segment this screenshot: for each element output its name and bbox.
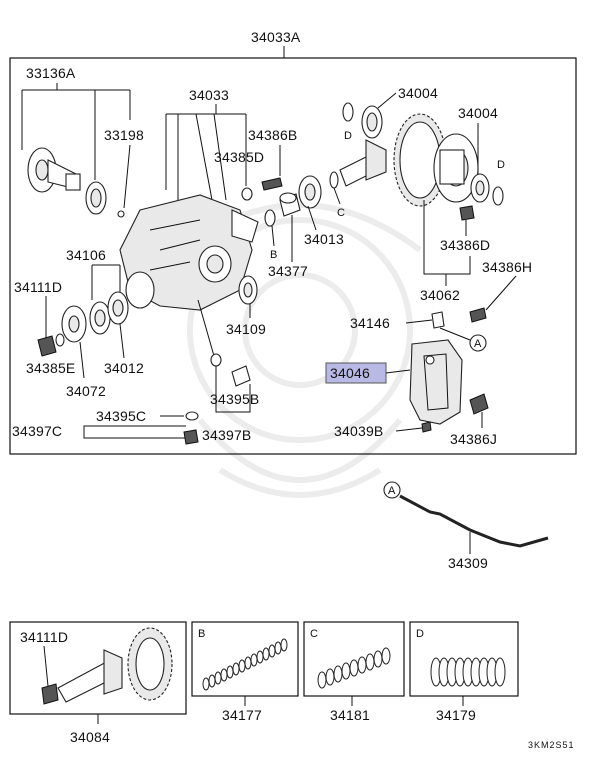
shim-D2 [492,186,504,206]
drive-pinion [339,139,387,187]
label-34012: 34012 [104,360,144,376]
label-34146: 34146 [350,315,390,331]
spacer-34377 [279,192,301,217]
panel-part-34181: 34181 [330,707,370,723]
bolt-34386J [469,393,489,415]
shim-D1 [342,102,354,122]
label-34033: 34033 [189,87,229,103]
label-34377: 34377 [268,263,308,279]
ref-letter-A1: A [474,338,482,350]
differential-case [433,133,479,203]
label-34395C: 34395C [96,408,146,424]
companion-flange [27,147,81,193]
oil-seal-34109 [238,275,258,305]
panel-part-34179: 34179 [436,707,476,723]
bearing-34004-a [361,105,383,139]
differential-carrier [119,194,259,311]
label-34013: 34013 [304,231,344,247]
bearing-34004-b [470,173,490,203]
label-34385D: 34385D [214,149,264,165]
label-34039B: 34039B [334,423,383,439]
label-34386H: 34386H [482,259,532,275]
sub-panel-34177: B 34177 [191,621,299,723]
label-34072: 34072 [66,383,106,399]
label-34106: 34106 [66,247,106,263]
plug-34397C [183,429,199,445]
gasket-34395B [210,353,222,367]
ref-letter-D2: D [497,159,505,171]
panel-letter-B: B [198,628,205,640]
ref-circle-A1 [469,334,487,352]
panel-letter-D: D [416,628,424,640]
label-34062: 34062 [420,287,460,303]
ref-circle-A2 [383,481,401,499]
shim-C-ring [329,171,339,189]
gasket-34395C [185,411,199,421]
label-34386B: 34386B [248,127,297,143]
sub-panel-34179: D 34179 [409,621,519,723]
ring-gear [393,113,447,207]
plug-34397B [231,365,251,387]
washer-34385D [241,187,253,201]
label-33198: 33198 [104,127,144,143]
snap-ring [117,210,125,218]
shim-B-ring [264,209,276,227]
footer-code: 3KM2S51 [528,740,575,750]
label-34386J: 34386J [450,431,497,447]
label-34004-a: 34004 [398,85,438,101]
label-34386D: 34386D [440,237,490,253]
panel-part-34084: 34084 [70,729,110,745]
rear-cover-34046 [409,339,463,425]
breather-hose-34309 [399,494,549,548]
sub-panel-34084: 34111D 34084 [9,621,187,745]
nut-34111D [37,335,57,357]
bearing-34013 [298,175,322,209]
bolt-34386D [459,205,475,221]
title-label: 34033A [251,29,301,45]
panel-label-34111D: 34111D [20,629,68,645]
flange-34072 [61,305,87,343]
label-34111D: 34111D [14,279,62,295]
label-34395B: 34395B [210,391,259,407]
label-33136A: 33136A [26,65,76,81]
label-34109: 34109 [226,321,266,337]
pin-34039B [421,421,432,433]
washer-34385E [55,333,65,347]
bolt-34386H [469,307,487,323]
sub-panel-34181: C 34181 [303,621,405,723]
oil-seal-34106 [89,301,111,335]
bearing-34012 [107,291,129,325]
label-34397B: 34397B [202,427,251,443]
label-34004-b: 34004 [458,105,498,121]
label-34309: 34309 [448,555,488,571]
label-34385E: 34385E [26,360,75,376]
ref-letter-D1: D [344,130,352,142]
main-frame [9,57,577,455]
breather-34146 [431,311,445,329]
ref-letter-A2: A [388,485,396,497]
panel-part-34177: 34177 [222,707,262,723]
label-34397C: 34397C [12,423,62,439]
bolt-34386B [261,177,283,191]
oil-seal [85,181,107,215]
ref-letter-B: B [270,249,277,261]
ref-letter-C: C [337,207,345,219]
panel-letter-C: C [310,628,318,640]
label-34046[interactable]: 34046 [330,365,370,381]
